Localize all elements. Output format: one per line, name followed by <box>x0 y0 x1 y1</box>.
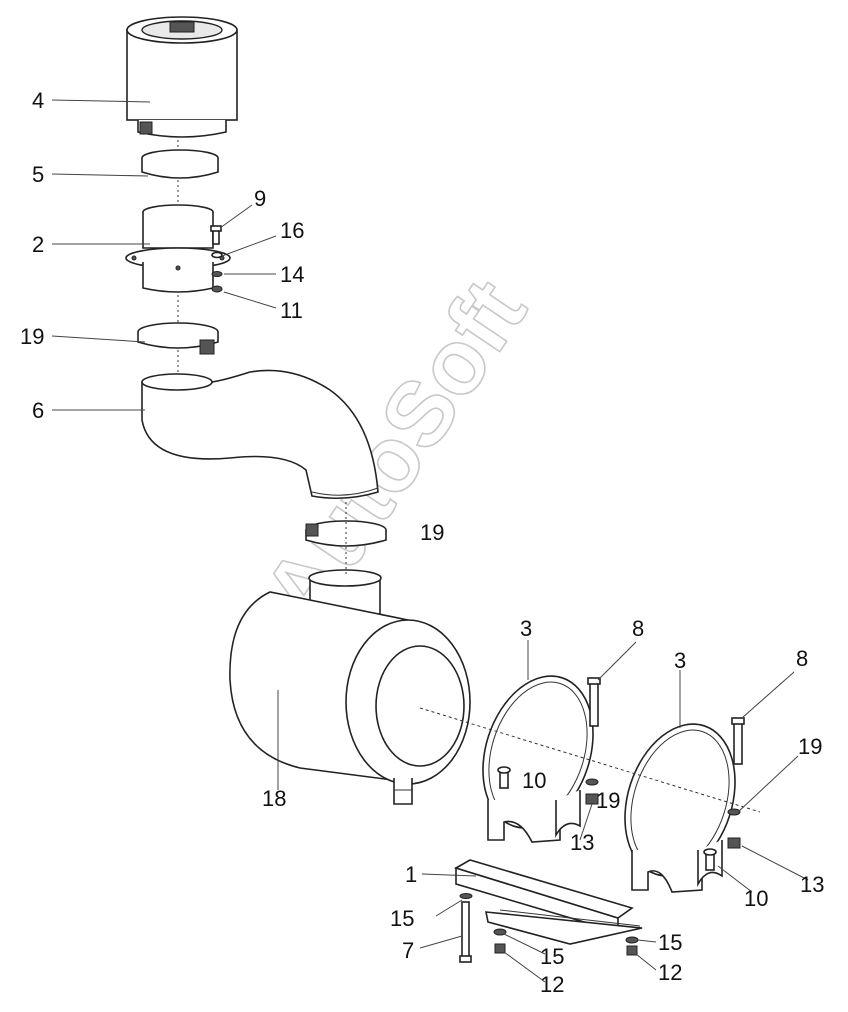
callout-11: 11 <box>280 298 303 323</box>
part-2-adapter <box>125 204 231 293</box>
callout-7: 7 <box>402 938 414 963</box>
part-4-filter-cap <box>126 16 238 138</box>
callout-8-right: 8 <box>796 646 808 671</box>
callout-19-lower: 19 <box>596 788 620 813</box>
callout-12-right: 12 <box>658 960 682 985</box>
callout-15-left: 15 <box>390 906 414 931</box>
parts-10-13-19-small <box>497 766 741 871</box>
part-19-clamp-top <box>137 322 219 355</box>
callout-8-left: 8 <box>632 616 644 641</box>
callout-13-left: 13 <box>570 830 594 855</box>
callout-6: 6 <box>32 398 44 423</box>
callout-16: 16 <box>280 218 304 243</box>
callout-19-right: 19 <box>798 734 822 759</box>
callout-2: 2 <box>32 232 44 257</box>
callout-5: 5 <box>32 162 44 187</box>
part-3-band-left <box>482 675 594 843</box>
callout-3-left: 3 <box>520 616 532 641</box>
callout-13-right: 13 <box>800 872 824 897</box>
callout-1: 1 <box>405 862 417 887</box>
fasteners-9-16-14-11 <box>210 225 223 293</box>
leader-lines <box>51 99 809 983</box>
callout-15-mid: 15 <box>540 944 564 969</box>
part-8-bolts <box>587 677 745 765</box>
callout-14: 14 <box>280 262 304 287</box>
part-18-air-cleaner-body <box>229 569 471 805</box>
callout-19-top: 19 <box>20 324 44 349</box>
part-1-base-frame <box>454 859 643 945</box>
callout-15-right: 15 <box>658 930 682 955</box>
callout-9: 9 <box>254 186 266 211</box>
part-6-elbow <box>141 369 379 500</box>
callout-12-left: 12 <box>540 972 564 997</box>
callout-3-right: 3 <box>674 648 686 673</box>
callout-18: 18 <box>262 786 286 811</box>
callout-19-middle: 19 <box>420 520 444 545</box>
callout-10-left: 10 <box>522 768 546 793</box>
assembly-axis-lower <box>419 707 761 813</box>
callout-4: 4 <box>32 88 44 113</box>
callout-10-right: 10 <box>744 886 768 911</box>
part-5-ring <box>141 149 219 179</box>
part-3-band-right <box>624 723 736 893</box>
